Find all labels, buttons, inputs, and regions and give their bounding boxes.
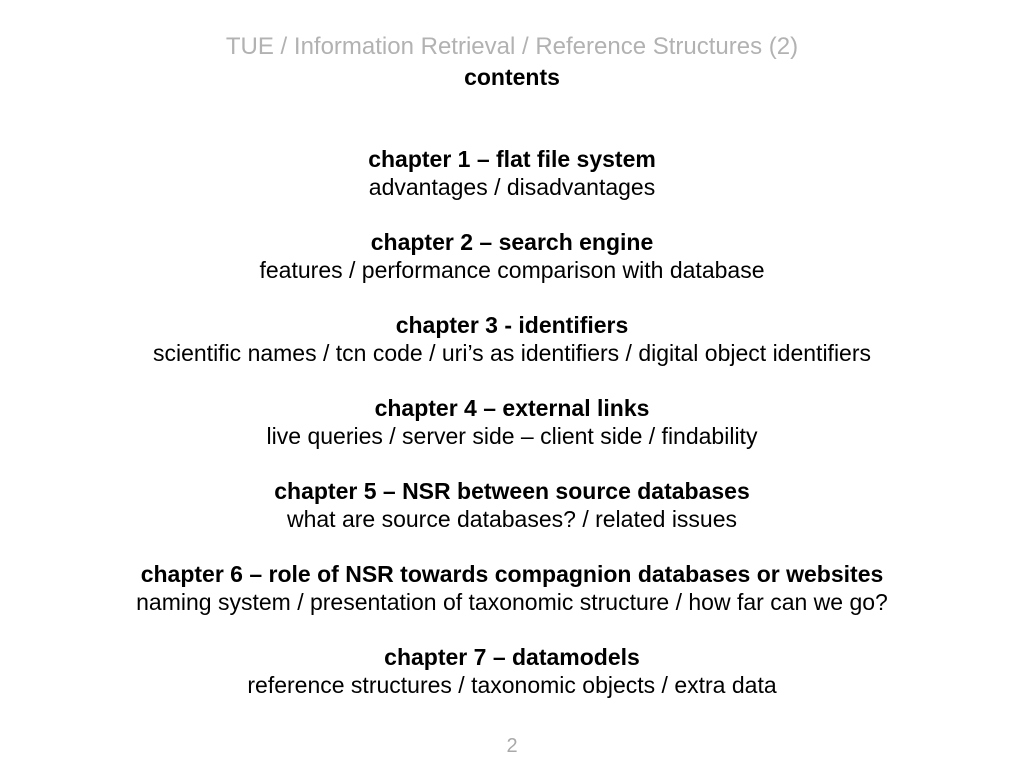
slide-subtitle-contents: contents: [464, 64, 560, 90]
chapter-2-block: chapter 2 – search engine features / per…: [0, 228, 1024, 284]
chapter-1-heading: chapter 1 – flat file system: [368, 146, 656, 172]
chapter-1-details: advantages / disadvantages: [368, 174, 656, 200]
chapter-5-details: what are source databases? / related iss…: [286, 506, 738, 532]
chapter-7-heading: chapter 7 – datamodels: [384, 644, 640, 670]
chapter-3-block: chapter 3 - identifiers scientific names…: [0, 311, 1024, 367]
chapter-2-heading: chapter 2 – search engine: [370, 229, 654, 255]
chapter-7-block: chapter 7 – datamodels reference structu…: [0, 643, 1024, 699]
chapter-2-details: features / performance comparison with d…: [259, 257, 765, 283]
chapter-3-heading: chapter 3 - identifiers: [395, 312, 629, 338]
chapter-list: chapter 1 – flat file system advantages …: [0, 145, 1024, 699]
chapter-4-heading: chapter 4 – external links: [374, 395, 650, 421]
slide-title: TUE / Information Retrieval / Reference …: [225, 33, 799, 60]
chapter-4-block: chapter 4 – external links live queries …: [0, 394, 1024, 450]
page-number: 2: [506, 735, 518, 757]
chapter-6-block: chapter 6 – role of NSR towards compagni…: [0, 560, 1024, 616]
chapter-3-details: scientific names / tcn code / uri’s as i…: [152, 340, 872, 366]
chapter-7-details: reference structures / taxonomic objects…: [247, 672, 777, 698]
chapter-6-heading: chapter 6 – role of NSR towards compagni…: [140, 561, 884, 587]
chapter-4-details: live queries / server side – client side…: [266, 423, 758, 449]
chapter-6-details: naming system / presentation of taxonomi…: [136, 589, 888, 615]
chapter-5-block: chapter 5 – NSR between source databases…: [0, 477, 1024, 533]
chapter-1-block: chapter 1 – flat file system advantages …: [0, 145, 1024, 201]
chapter-5-heading: chapter 5 – NSR between source databases: [274, 478, 750, 504]
